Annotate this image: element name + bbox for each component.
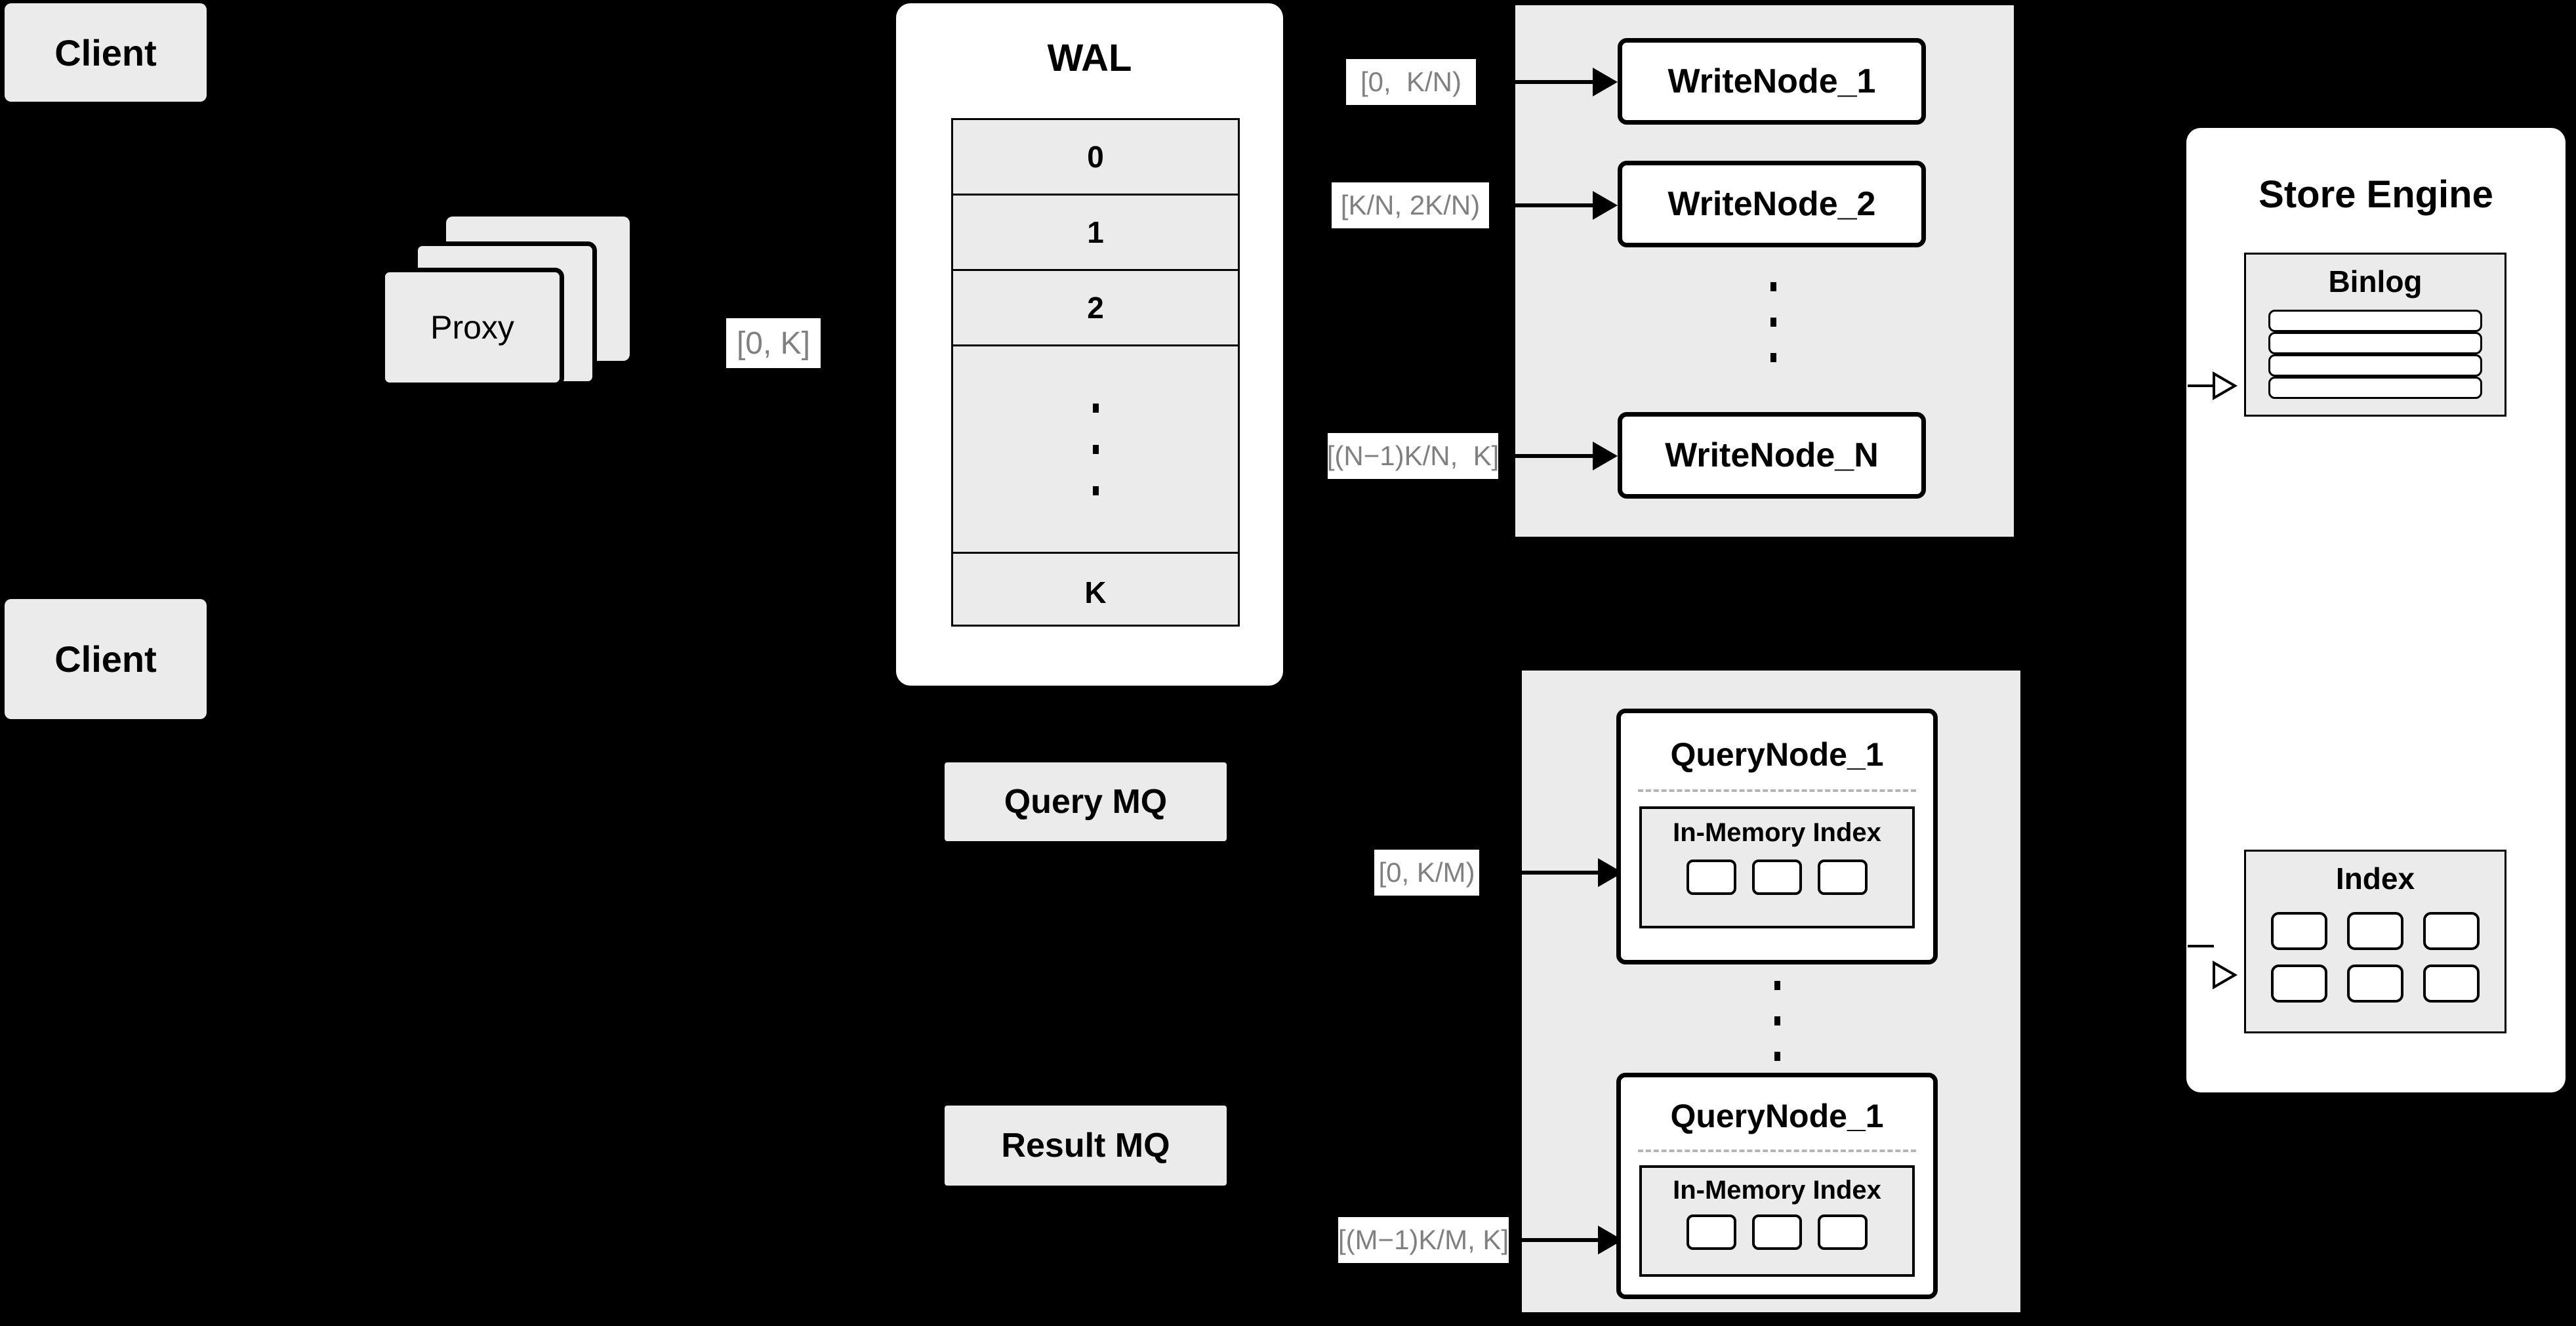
index-title-text: Index (2335, 861, 2415, 896)
wal-table: 0 1 2 K (951, 118, 1240, 627)
arrow-shaft-query-node-m (1517, 1238, 1599, 1242)
wal-panel: WAL 0 1 2 K (896, 3, 1283, 686)
range-tag-write-node-1-text: [0, K/N) (1360, 66, 1462, 97)
range-tag-write-node-n-text: [(N−1)K/N, K] (1326, 440, 1500, 471)
client-label-1: Client (54, 31, 157, 73)
query-node-m-label: QueryNode_1 (1670, 1098, 1884, 1134)
query-node-m-index-title: In-Memory Index (1642, 1176, 1912, 1205)
query-node-1-in-memory-index: In-Memory Index (1639, 806, 1915, 928)
wal-row-1-label: 1 (1087, 215, 1104, 249)
query-node-ellipsis-dots (1773, 981, 1781, 1061)
client-label-2: Client (54, 638, 157, 680)
query-node-m-index-title-text: In-Memory Index (1673, 1176, 1881, 1205)
query-node-m-in-memory-index: In-Memory Index (1639, 1165, 1915, 1277)
arrow-head-to-binlog (2213, 371, 2238, 400)
query-node-1-title: QueryNode_1 (1621, 736, 1933, 774)
wal-row-2[interactable]: 2 (953, 271, 1238, 346)
result-mq-label: Result MQ (1001, 1127, 1170, 1165)
store-engine-panel: Store Engine Binlog Index (2186, 128, 2566, 1092)
range-tag-write-node-1: [0, K/N) (1346, 59, 1476, 105)
binlog-bar-1[interactable] (2268, 310, 2482, 332)
wal-row-ellipsis (953, 346, 1238, 554)
query-node-1-separator (1638, 789, 1916, 792)
range-tag-query-node-1: [0, K/M) (1374, 850, 1479, 896)
query-node-m-separator (1638, 1150, 1916, 1152)
query-node-1-index-cell-1[interactable] (1687, 860, 1736, 895)
index-cell-2-3[interactable] (2423, 964, 2480, 1003)
query-node-1-index-title: In-Memory Index (1642, 818, 1912, 848)
wal-title: WAL (896, 36, 1283, 80)
index-title: Index (2246, 861, 2504, 896)
client-box-1[interactable]: Client (5, 3, 207, 102)
arrow-head-write-node-1 (1593, 68, 1618, 96)
write-node-2-label: WriteNode_2 (1667, 185, 1876, 223)
write-node-ellipsis-dots (1769, 282, 1777, 362)
index-cell-1-2[interactable] (2347, 912, 2403, 950)
arrow-shaft-query-node-1 (1517, 871, 1599, 875)
wal-row-2-label: 2 (1087, 291, 1104, 325)
arrow-shaft-to-index (2188, 945, 2214, 947)
wal-row-k[interactable]: K (953, 554, 1238, 631)
wal-title-text: WAL (1047, 37, 1132, 79)
wal-row-k-label: K (1084, 575, 1107, 610)
binlog-bar-3[interactable] (2268, 354, 2482, 377)
wal-row-1[interactable]: 1 (953, 196, 1238, 271)
binlog-section: Binlog (2244, 253, 2506, 417)
store-engine-title: Store Engine (2186, 173, 2566, 217)
query-node-m-index-cell-3[interactable] (1818, 1214, 1868, 1250)
write-node-n-label: WriteNode_N (1665, 436, 1879, 474)
index-section: Index (2244, 850, 2506, 1033)
write-node-1-label: WriteNode_1 (1667, 62, 1876, 100)
arrow-shaft-write-node-n (1512, 454, 1594, 458)
range-tag-write-node-n: [(N−1)K/N, K] (1326, 433, 1500, 479)
wal-row-0[interactable]: 0 (953, 120, 1238, 196)
query-node-1[interactable]: QueryNode_1 In-Memory Index (1616, 709, 1938, 964)
arrow-head-to-index (2213, 961, 2238, 989)
store-engine-title-text: Store Engine (2259, 173, 2493, 216)
query-node-m-title: QueryNode_1 (1621, 1097, 1933, 1135)
arrow-shaft-write-node-1 (1512, 80, 1594, 84)
binlog-bar-2[interactable] (2268, 332, 2482, 354)
proxy-label: Proxy (430, 309, 514, 346)
wal-ellipsis-dots (1092, 403, 1099, 495)
index-cell-1-3[interactable] (2423, 912, 2480, 950)
index-cell-1-1[interactable] (2271, 912, 2327, 950)
wal-row-0-label: 0 (1087, 140, 1104, 174)
proxy-wal-connector (633, 341, 669, 345)
binlog-bar-4[interactable] (2268, 377, 2482, 399)
range-tag-query-node-1-text: [0, K/M) (1378, 857, 1475, 888)
arrow-shaft-to-binlog (2188, 384, 2214, 387)
proxy-stack[interactable]: Proxy (380, 217, 669, 426)
binlog-title: Binlog (2246, 264, 2504, 299)
binlog-title-text: Binlog (2328, 264, 2423, 299)
query-mq-label: Query MQ (1004, 783, 1168, 821)
range-tag-query-node-m-text: [(M−1)K/M, K] (1338, 1224, 1509, 1255)
query-node-1-index-cell-2[interactable] (1752, 860, 1802, 895)
result-mq-box[interactable]: Result MQ (945, 1106, 1227, 1186)
range-tag-proxy-to-wal-text: [0, K] (736, 325, 811, 361)
range-tag-write-node-2: [K/N, 2K/N) (1332, 182, 1489, 228)
query-node-m[interactable]: QueryNode_1 In-Memory Index (1616, 1073, 1938, 1299)
query-node-1-index-cell-3[interactable] (1818, 860, 1868, 895)
range-tag-proxy-to-wal: [0, K] (726, 318, 821, 368)
index-cell-2-2[interactable] (2347, 964, 2403, 1003)
query-node-1-label: QueryNode_1 (1670, 736, 1884, 773)
query-node-m-index-cell-2[interactable] (1752, 1214, 1802, 1250)
write-node-n[interactable]: WriteNode_N (1618, 412, 1926, 499)
proxy-layer-front[interactable]: Proxy (380, 268, 564, 387)
write-node-2[interactable]: WriteNode_2 (1618, 161, 1926, 247)
range-tag-query-node-m: [(M−1)K/M, K] (1338, 1217, 1509, 1263)
arrow-head-write-node-2 (1593, 191, 1618, 220)
client-box-2[interactable]: Client (5, 599, 207, 719)
arrow-shaft-write-node-2 (1512, 203, 1594, 207)
index-cell-2-1[interactable] (2271, 964, 2327, 1003)
query-mq-box[interactable]: Query MQ (945, 762, 1227, 841)
query-node-m-index-cell-1[interactable] (1687, 1214, 1736, 1250)
query-node-1-index-title-text: In-Memory Index (1673, 818, 1881, 847)
write-node-1[interactable]: WriteNode_1 (1618, 38, 1926, 125)
arrow-head-write-node-n (1593, 442, 1618, 470)
range-tag-write-node-2-text: [K/N, 2K/N) (1340, 190, 1481, 220)
